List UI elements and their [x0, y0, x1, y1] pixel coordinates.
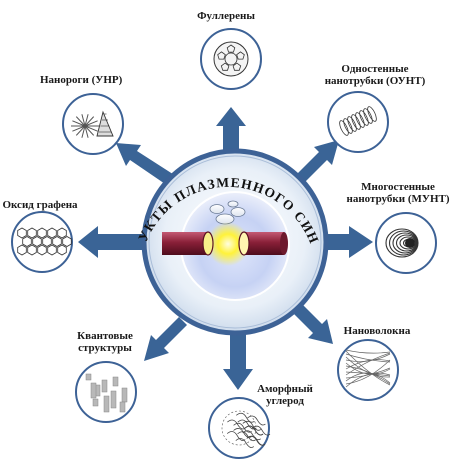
arrow-to-swcnt — [297, 140, 339, 182]
label-line: Фуллерены — [197, 10, 255, 22]
arrow-to-quantum — [144, 317, 187, 361]
right-electrode — [238, 231, 288, 256]
arrow-to-mwcnt — [318, 226, 373, 258]
label-line: Одностенные — [341, 63, 409, 75]
label-line: нанотрубки (МУНТ) — [346, 193, 450, 205]
central-reactor: ПРОДУКТЫ ПЛАЗМЕННОГО СИНТЕЗА — [0, 0, 329, 336]
left-electrode — [162, 231, 214, 256]
label-line: углерод — [266, 395, 304, 407]
arrow-to-graphene — [78, 226, 154, 258]
quantum-structure-icon — [75, 361, 137, 423]
nanohorn-icon — [62, 93, 124, 155]
bubbles — [209, 200, 246, 225]
label-line: Нановолокна — [343, 325, 411, 337]
amorphous-carbon-icon — [208, 397, 271, 459]
fullerene-icon — [200, 28, 262, 90]
single-wall-nanotube-icon — [327, 91, 389, 153]
label-line: Нанороги (УНР) — [40, 74, 123, 86]
arrow-to-nanofibers — [292, 303, 333, 344]
label-line: Оксид графена — [2, 199, 78, 211]
arrow-to-fullerenes — [216, 107, 246, 158]
plasma-glow — [206, 222, 250, 266]
label-line: Квантовые — [77, 330, 133, 342]
label-line: Аморфный — [257, 383, 313, 395]
multi-wall-nanotube-icon — [375, 212, 437, 274]
label-line: Многостенные — [361, 181, 435, 193]
label-line: структуры — [78, 342, 132, 354]
nanofiber-icon — [337, 339, 399, 401]
label-nanohorns: Нанороги (УНР) — [40, 74, 123, 86]
label-line: нанотрубки (ОУНТ) — [324, 75, 426, 87]
label-fullerenes: Фуллерены — [186, 10, 266, 22]
arrow-to-nanohorns — [116, 143, 179, 188]
arrow-to-amorphous — [223, 332, 253, 390]
label-graphene: Оксид графена — [0, 199, 80, 211]
graphene-oxide-icon — [11, 211, 73, 273]
label-nanofibers: Нановолокна — [337, 325, 417, 337]
